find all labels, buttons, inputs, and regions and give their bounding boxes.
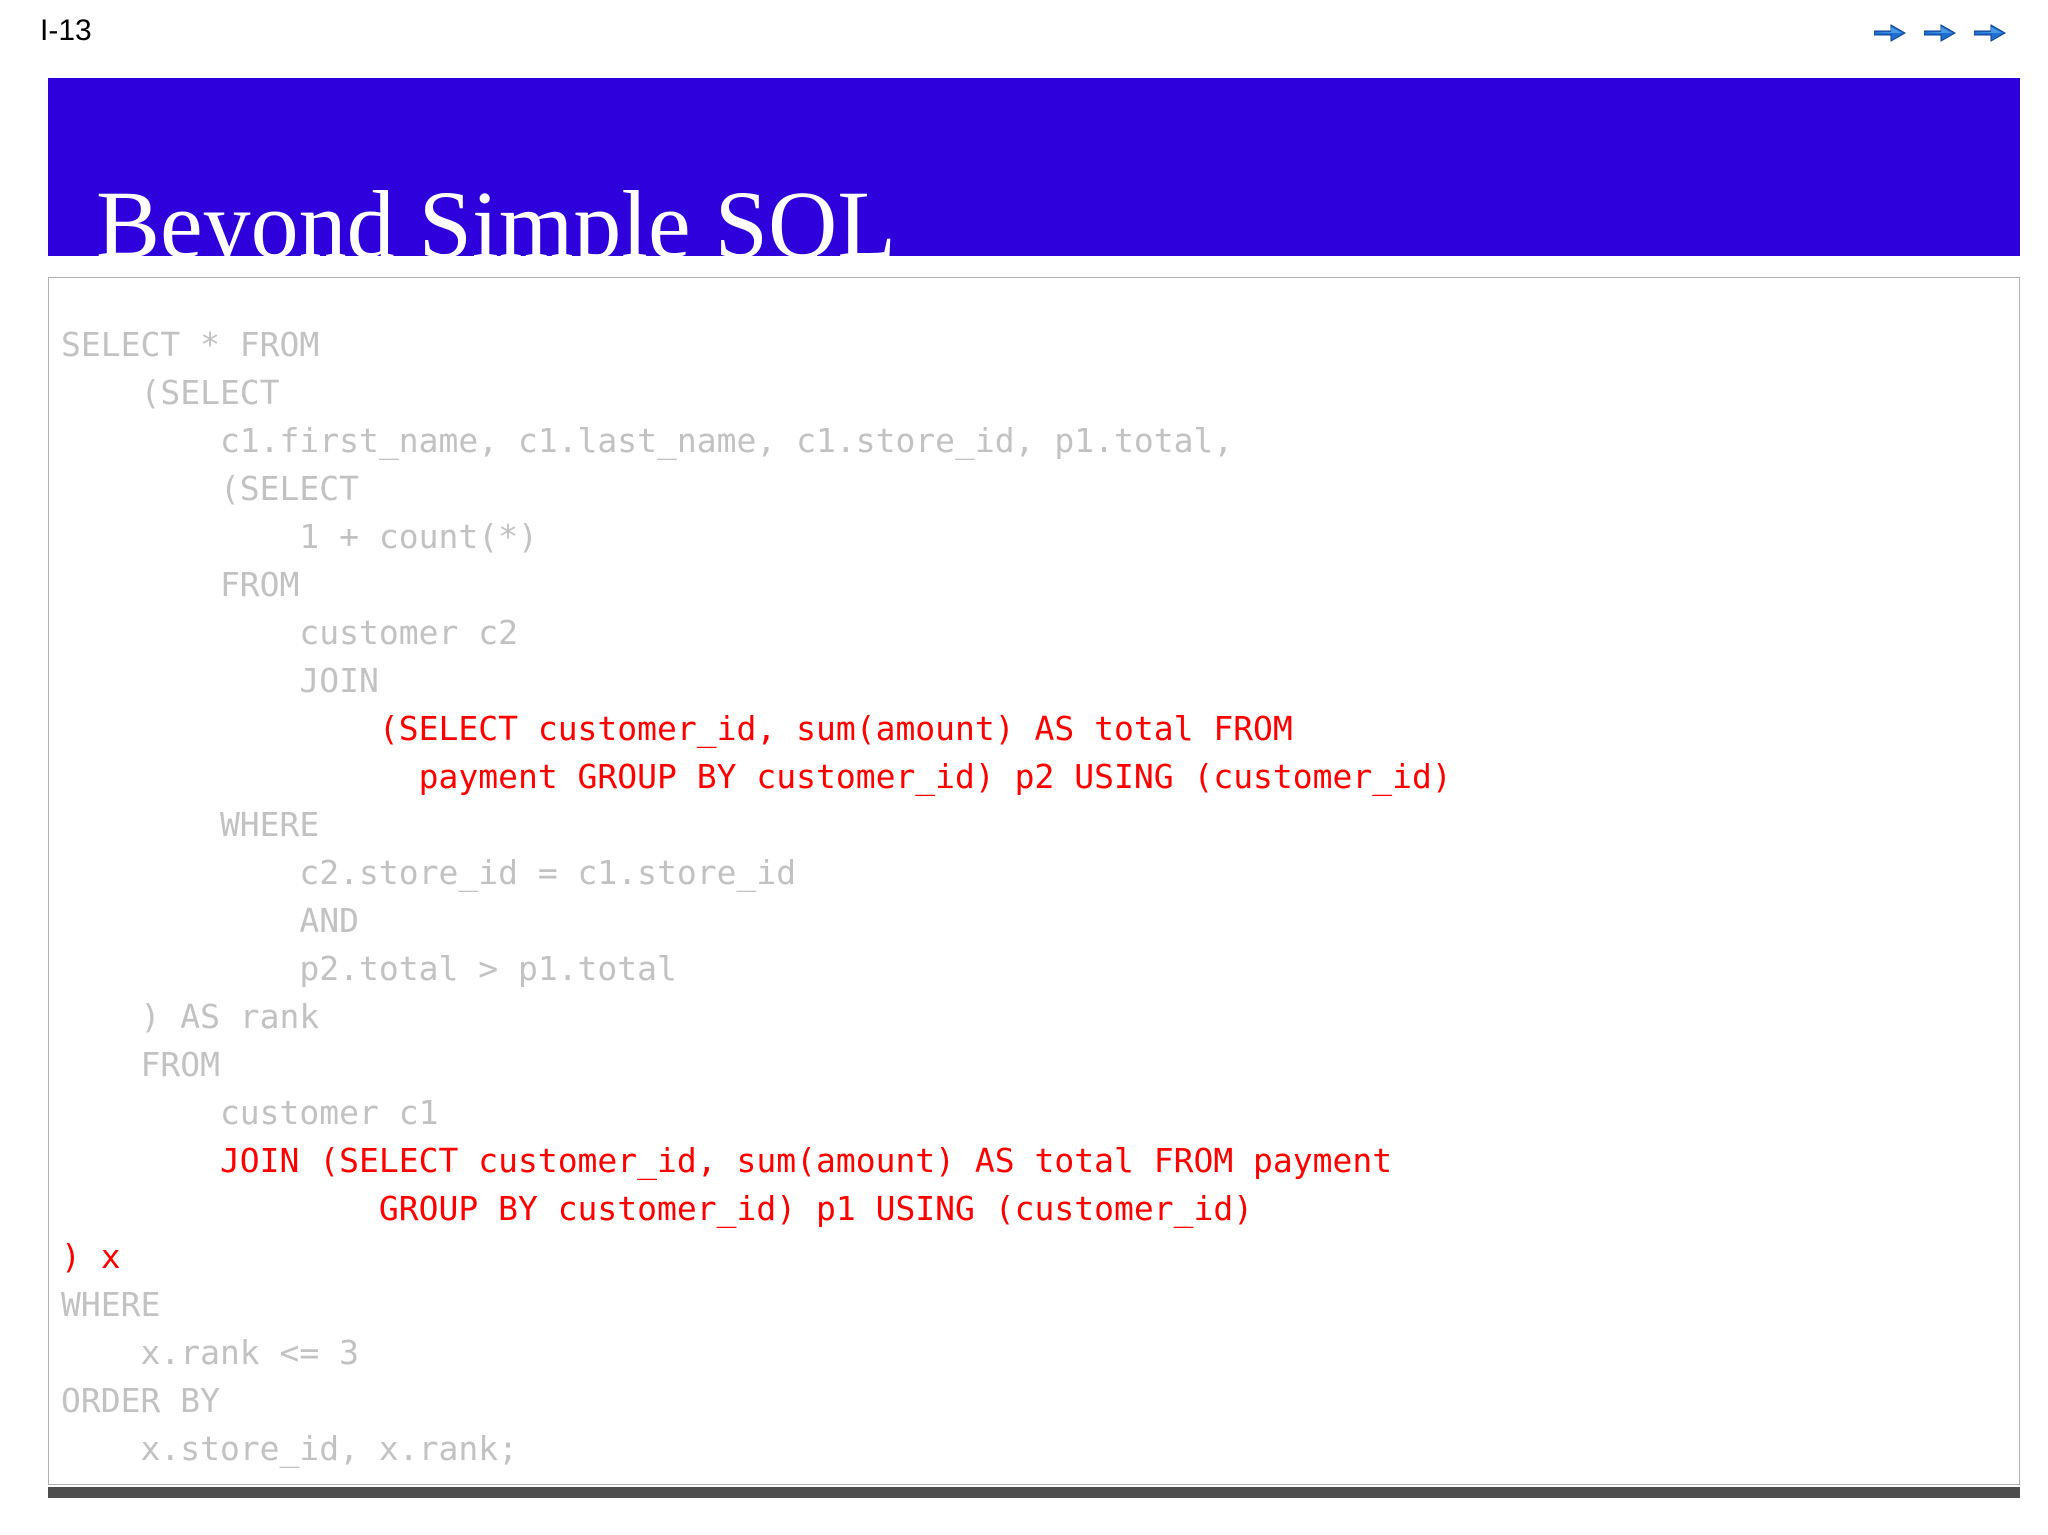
- code-panel: SELECT * FROM (SELECT c1.first_name, c1.…: [48, 277, 2020, 1485]
- code-line: c2.store_id = c1.store_id: [61, 853, 797, 892]
- sql-code-block: SELECT * FROM (SELECT c1.first_name, c1.…: [61, 321, 1452, 1473]
- bottom-rule: [48, 1487, 2020, 1498]
- code-line: payment GROUP BY customer_id) p2 USING (…: [61, 757, 1452, 796]
- code-line: JOIN (SELECT customer_id, sum(amount) AS…: [61, 1141, 1393, 1180]
- code-line: FROM: [61, 1045, 220, 1084]
- code-line: WHERE: [61, 805, 320, 844]
- code-line: (SELECT: [61, 469, 360, 508]
- code-line: SELECT * FROM: [61, 325, 320, 364]
- code-line: FROM: [61, 565, 300, 604]
- slide-number-label: I-13: [40, 14, 92, 47]
- slide-title-bar: Beyond Simple SQL: [48, 78, 2020, 278]
- code-line: (SELECT: [61, 373, 280, 412]
- code-line: ORDER BY: [61, 1381, 220, 1420]
- code-line: 1 + count(*): [61, 517, 538, 556]
- code-line: customer c2: [61, 613, 518, 652]
- code-line: (SELECT customer_id, sum(amount) AS tota…: [61, 709, 1293, 748]
- code-line: ) AS rank: [61, 997, 320, 1036]
- code-line: AND: [61, 901, 360, 940]
- arrow-right-icon-1[interactable]: [1874, 22, 1906, 44]
- code-line: JOIN: [61, 661, 379, 700]
- code-line: p2.total > p1.total: [61, 949, 677, 988]
- code-line: WHERE: [61, 1285, 161, 1324]
- code-line: GROUP BY customer_id) p1 USING (customer…: [61, 1189, 1254, 1228]
- arrow-right-icon-2[interactable]: [1924, 22, 1956, 44]
- code-line: ) x: [61, 1237, 121, 1276]
- code-line: c1.first_name, c1.last_name, c1.store_id…: [61, 421, 1234, 460]
- code-line: x.store_id, x.rank;: [61, 1429, 518, 1468]
- code-line: x.rank <= 3: [61, 1333, 360, 1372]
- page-title: Beyond Simple SQL: [96, 171, 897, 279]
- navigation-arrows: [1874, 22, 2006, 44]
- code-line: customer c1: [61, 1093, 439, 1132]
- top-bar: I-13: [0, 0, 2048, 78]
- arrow-right-icon-3[interactable]: [1974, 22, 2006, 44]
